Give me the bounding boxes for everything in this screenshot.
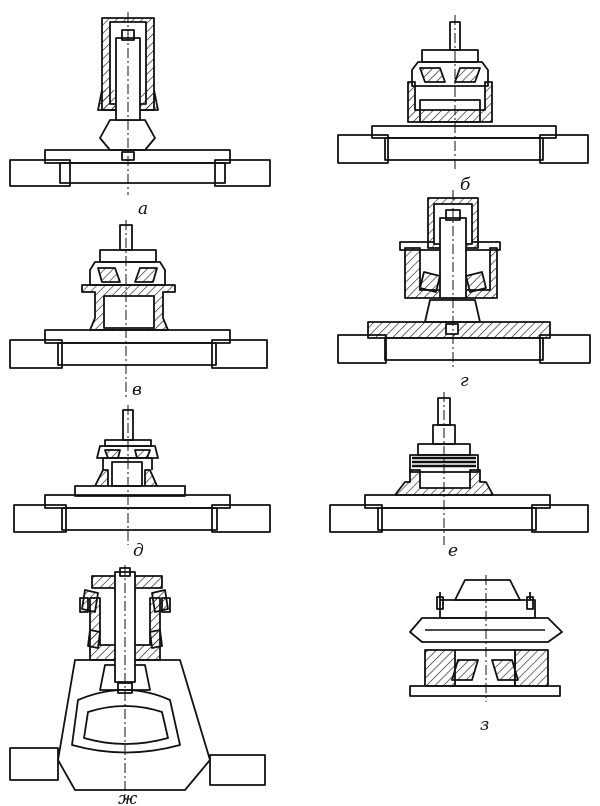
panel-zh xyxy=(9,565,266,800)
panel-v xyxy=(9,220,268,400)
panel-label-a: а xyxy=(138,199,148,219)
panel-a xyxy=(9,12,271,195)
panel-e xyxy=(329,392,589,545)
panel-label-zh: ж xyxy=(118,789,138,806)
panel-label-g: г xyxy=(460,371,469,391)
panel-label-z: з xyxy=(480,715,489,735)
panel-b xyxy=(337,15,589,172)
panel-z xyxy=(409,575,563,702)
panel-g xyxy=(337,190,591,370)
panel-d xyxy=(13,405,271,545)
panel-label-d: д xyxy=(133,541,144,561)
panel-label-b: б xyxy=(460,175,471,195)
panel-label-v: в xyxy=(132,380,142,400)
panel-label-e: е xyxy=(448,541,458,561)
